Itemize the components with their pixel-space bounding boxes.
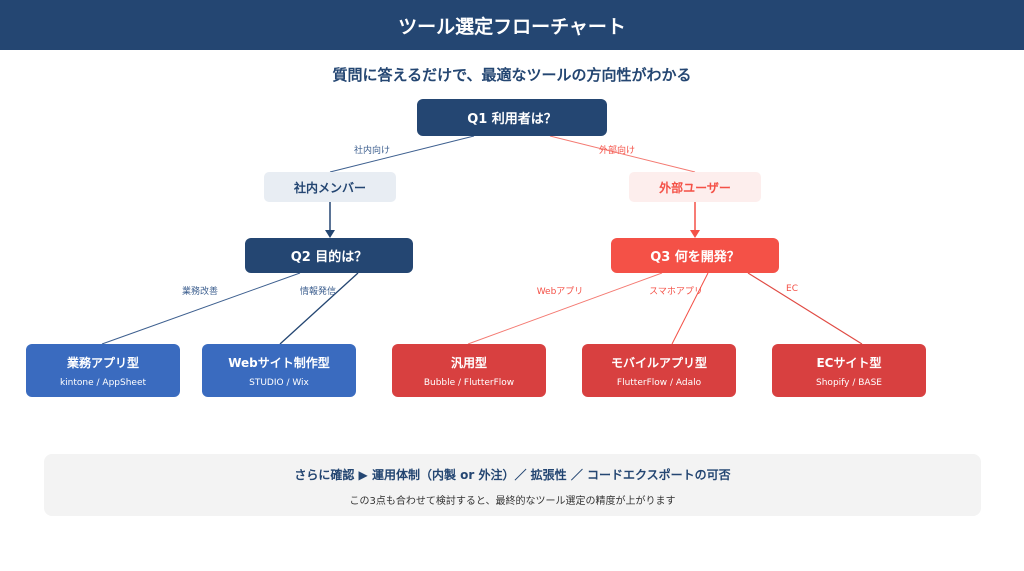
result-title: モバイルアプリ型 [610, 355, 707, 370]
edge-ec [747, 272, 863, 345]
result-tools: FlutterFlow / Adalo [616, 377, 702, 388]
question-q2: Q2 目的は？ [245, 238, 413, 273]
result-title: 業務アプリ型 [66, 355, 139, 370]
result-general: 汎用型 Bubble / FlutterFlow [392, 344, 546, 397]
edge-label-improve: 業務改善 [181, 287, 219, 297]
edge-label-webapp: Webアプリ [536, 287, 584, 297]
result-business-app: 業務アプリ型 kintone / AppSheet [26, 344, 180, 397]
result-website: Webサイト制作型 STUDIO / Wix [202, 344, 356, 397]
category-internal: 社内メンバー [264, 172, 396, 202]
note-body: この3点も合わせて検討すると、最終的なツール選定の精度が上がります [349, 496, 676, 507]
result-tools: kintone / AppSheet [59, 377, 147, 388]
result-tools: Shopify / BASE [816, 377, 882, 388]
edge-label-publish: 情報発信 [299, 287, 337, 297]
result-mobile-app: モバイルアプリ型 FlutterFlow / Adalo [582, 344, 736, 397]
edge-label-ec: EC [786, 284, 798, 294]
page-subtitle: 質問に答えるだけで、最適なツールの方向性がわかる [332, 66, 692, 84]
note-panel: さらに確認 ▶ 運用体制（内製 or 外注）／ 拡張性 ／ コードエクスポートの… [44, 454, 981, 516]
result-tools: Bubble / FlutterFlow [423, 377, 515, 388]
arrowhead-internal [325, 230, 335, 238]
page-header: ツール選定フローチャート [0, 0, 1024, 50]
question-q3: Q3 何を開発？ [611, 238, 779, 273]
edge-mobile [671, 272, 709, 345]
result-ec-site: ECサイト型 Shopify / BASE [772, 344, 926, 397]
edge-label-internal: 社内向け [353, 146, 391, 156]
edge-publish [279, 272, 359, 345]
edge-improve [101, 272, 301, 345]
edge-webapp [467, 272, 663, 345]
result-tools: STUDIO / Wix [249, 377, 309, 388]
note-headline: さらに確認 ▶ 運用体制（内製 or 外注）／ 拡張性 ／ コードエクスポートの… [294, 468, 731, 482]
edge-internal [329, 135, 475, 173]
edge-external [549, 135, 696, 173]
edge-label-mobile: スマホアプリ [649, 287, 703, 297]
result-title: Webサイト制作型 [228, 355, 330, 370]
arrowhead-external [690, 230, 700, 238]
edge-label-external: 外部向け [598, 146, 636, 156]
result-title: 汎用型 [450, 355, 487, 370]
question-q1: Q1 利用者は？ [417, 99, 607, 136]
category-external: 外部ユーザー [629, 172, 761, 202]
result-title: ECサイト型 [816, 355, 882, 370]
